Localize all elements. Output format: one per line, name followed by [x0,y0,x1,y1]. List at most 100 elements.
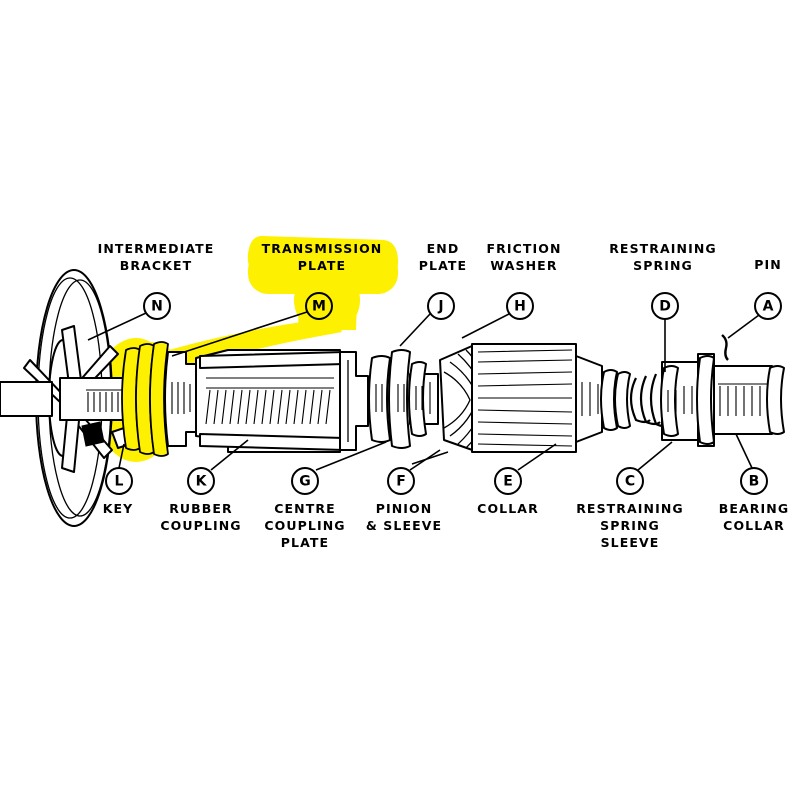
transmission-plate-hatching [171,382,191,414]
marker-circle-E [494,467,522,495]
leader-H [461,313,510,339]
marker-circle-J [427,292,455,320]
label-text-L: KEY [103,501,134,516]
leader-M [171,311,308,357]
end-plate-hatching [375,384,405,412]
leader-C [637,441,673,471]
bearing-collar-hatching [718,383,768,416]
marker-circle-B [740,467,768,495]
label-text-A: PIN [754,257,782,272]
marker-letter-C: C [625,474,635,490]
marker-circle-D [651,292,679,320]
marker-A[interactable]: A [754,292,782,320]
part-collar [439,343,603,453]
label-text-E: COLLAR [477,501,539,516]
label-top-A: PIN [754,257,782,272]
marker-B[interactable]: B [740,467,768,495]
marker-letter-J: J [437,299,443,315]
part-friction-washer [600,369,631,431]
part-restraining-spring-sleeve [660,361,701,441]
marker-letter-M: M [312,299,326,315]
part-pin [721,334,729,361]
part-rubber-coupling [195,349,353,453]
leader-K [210,439,249,471]
marker-E[interactable]: E [494,467,522,495]
marker-C[interactable]: C [616,467,644,495]
label-bottom-F: PINION& SLEEVE [366,501,442,533]
marker-letter-K: K [196,474,208,490]
part-transmission-plate [121,341,197,457]
leader-F2 [411,451,449,465]
marker-H[interactable]: H [506,292,534,320]
marker-letter-F: F [396,474,406,490]
marker-letter-B: B [749,474,760,490]
pinion-hatching [415,382,431,414]
shaft-hatching [86,389,128,412]
part-key [81,421,105,447]
marker-N[interactable]: N [143,292,171,320]
marker-letter-A: A [763,299,774,315]
part-pinion-and-sleeve [408,361,439,437]
marker-circle-K [187,467,215,495]
part-intermediate-bracket [0,269,119,527]
marker-F[interactable]: F [387,467,415,495]
leader-G [315,441,387,471]
marker-circle-N [143,292,171,320]
marker-letter-E: E [503,474,513,490]
marker-letter-H: H [514,299,526,315]
marker-circle-M [305,292,333,320]
label-text-F: PINION& SLEEVE [366,501,442,533]
marker-M[interactable]: M [305,292,333,320]
marker-J[interactable]: J [427,292,455,320]
marker-K[interactable]: K [187,467,215,495]
collar-end-hatching [581,382,599,416]
label-bottom-E: COLLAR [477,501,539,516]
collar-grooves [477,349,573,447]
part-bearing-collar [696,353,785,447]
marker-circle-L [105,467,133,495]
marker-circle-G [291,467,319,495]
sleeve-hatching [667,386,693,414]
leader-L [118,443,125,469]
part-centre-coupling-plate [339,351,369,451]
leader-lines [87,311,760,471]
marker-letter-N: N [151,299,163,315]
marker-letter-G: G [299,474,311,490]
leader-N [87,312,147,341]
marker-letter-D: D [659,299,671,315]
marker-letter-L: L [115,474,124,490]
marker-circle-A [754,292,782,320]
leader-E [517,443,557,471]
leader-J [399,313,431,347]
marker-L[interactable]: L [105,467,133,495]
coupling-ribbing [205,377,334,425]
leader-A [727,314,760,339]
marker-circle-F [387,467,415,495]
marker-circle-H [506,292,534,320]
marker-D[interactable]: D [651,292,679,320]
marker-circle-C [616,467,644,495]
marker-G[interactable]: G [291,467,319,495]
label-bottom-L: KEY [103,501,134,516]
leader-B [735,433,753,469]
